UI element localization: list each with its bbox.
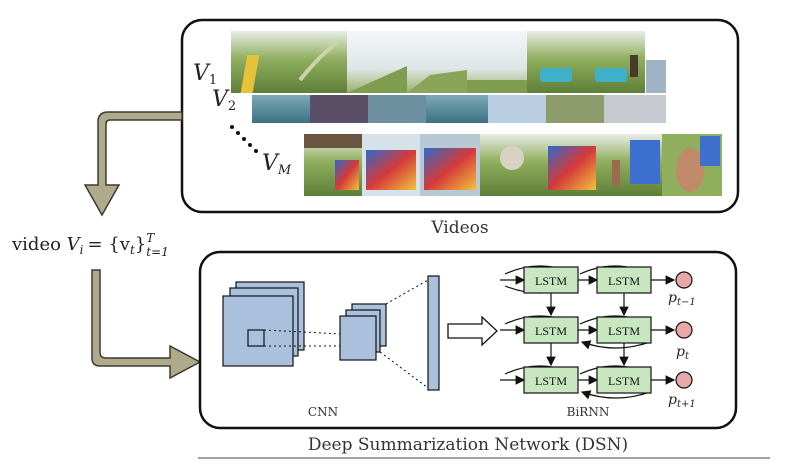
svg-text:pt−1: pt−1: [668, 290, 696, 308]
thumbnail: [362, 134, 420, 196]
thumbnail: [480, 134, 542, 196]
svg-text:pt+1: pt+1: [668, 392, 696, 410]
cnn-input-stack: [222, 281, 305, 367]
cnn-feature-stack: [339, 303, 387, 361]
flow-arrow-down: [83, 111, 183, 217]
lstm-cell: LSTM: [596, 266, 652, 294]
birnn-label: BiRNN: [567, 405, 610, 419]
svg-text:LSTM: LSTM: [535, 274, 567, 288]
thumbnail: [662, 134, 722, 196]
thumbnail: [252, 95, 310, 123]
ellipsis-dots: [230, 125, 258, 153]
thumbnail: [546, 95, 604, 123]
lstm-cell: LSTM: [523, 266, 579, 294]
video-1-thumbnails: [231, 31, 666, 93]
dsn-caption: Deep Summarization Network (DSN): [308, 435, 628, 455]
svg-text:LSTM: LSTM: [535, 374, 567, 388]
thumbnail: [604, 95, 666, 123]
svg-text:LSTM: LSTM: [608, 374, 640, 388]
videos-caption: Videos: [430, 218, 488, 238]
video-m-label: VM: [262, 151, 292, 178]
thumbnail: [310, 95, 368, 123]
thumbnail: [600, 134, 662, 196]
svg-text:LSTM: LSTM: [608, 274, 640, 288]
lstm-cell: LSTM: [596, 316, 652, 344]
thumbnail: [407, 31, 467, 93]
video-1-label: V1: [193, 61, 217, 88]
output-node: pt+1: [668, 371, 696, 410]
video-2-thumbnails: [252, 95, 666, 123]
thumbnail: [585, 31, 645, 93]
video-m-thumbnails: [304, 134, 722, 196]
output-node: pt: [675, 321, 693, 362]
thumbnail: [646, 60, 666, 93]
cnn-receptive-field-lines: [263, 329, 343, 347]
svg-text:pt: pt: [676, 344, 690, 362]
lstm-cell: LSTM: [523, 316, 579, 344]
lstm-cell: LSTM: [596, 366, 652, 394]
thumbnail: [426, 95, 488, 123]
thumbnail: [347, 31, 407, 93]
thumbnail: [467, 31, 527, 93]
videos-panel: V1 V2 VM: [180, 18, 740, 214]
cnn-label: CNN: [308, 405, 338, 419]
video-2-label: V2: [212, 87, 236, 114]
thumbnail: [542, 134, 600, 196]
svg-text:LSTM: LSTM: [608, 324, 640, 338]
thumbnail: [488, 95, 546, 123]
thumbnail: [527, 31, 585, 93]
flow-arrow-right: [91, 269, 202, 380]
thumbnail: [289, 31, 347, 93]
feature-vector: [427, 275, 440, 391]
fc-projection-lines: [379, 279, 429, 389]
svg-text:LSTM: LSTM: [535, 324, 567, 338]
dsn-panel: CNN: [198, 250, 738, 430]
thumbnail: [231, 31, 289, 93]
birnn-block: LSTM LSTM LSTM LSTM LSTM LSTM: [500, 265, 696, 410]
hollow-arrow: [447, 315, 498, 347]
lstm-cell: LSTM: [523, 366, 579, 394]
thumbnail: [304, 134, 362, 196]
thumbnail: [368, 95, 426, 123]
output-node: pt−1: [668, 271, 696, 308]
thumbnail: [420, 134, 480, 196]
